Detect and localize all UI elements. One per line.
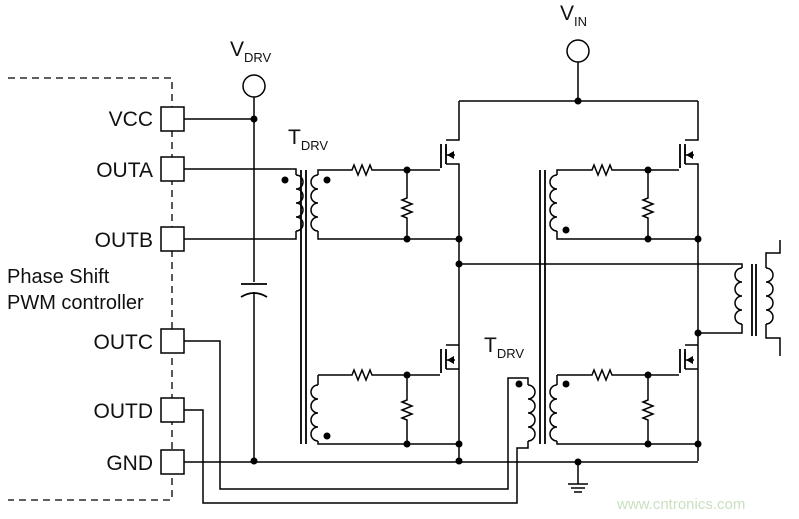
outb-wire: [184, 231, 297, 240]
power-primary-winding: [734, 267, 743, 325]
source-return-wire: [317, 441, 459, 445]
primary-winding: [527, 384, 536, 442]
controller-title-line1: Phase Shift: [7, 266, 110, 288]
gate-drive-transformer-bottom: TDRV: [184, 334, 536, 504]
power-core: [751, 264, 757, 336]
gate-pulldown-resistor: [401, 193, 413, 225]
transformer-core: [539, 170, 546, 444]
gate-pulldown-resistor: [401, 395, 413, 427]
gate-pulldown-resistor: [642, 193, 654, 225]
gate-drive-transformer-right: [539, 164, 698, 448]
controller-boundary: [8, 77, 173, 501]
gate-resistor: [347, 369, 379, 381]
outc-wire: [184, 340, 529, 490]
source-wire: [685, 163, 699, 461]
source-return-wire: [556, 231, 698, 240]
junction-dot: [455, 440, 463, 448]
secondary-winding-lower: [310, 384, 319, 442]
polarity-dot: [562, 380, 570, 388]
junction-dot: [403, 235, 411, 243]
polarity-dot: [515, 380, 523, 388]
midpoint-left-wire: [459, 263, 743, 268]
mosfet-body-wire: [684, 147, 694, 156]
primary-winding: [295, 174, 304, 232]
controller-block: Phase Shift PWM controller VCC OUTA OUTB…: [7, 77, 185, 501]
pin-gnd: [160, 449, 185, 475]
pin-outd: [160, 397, 185, 423]
source-wire: [446, 163, 460, 461]
junction-dot: [250, 115, 258, 123]
pin-label-outa: OUTA: [96, 159, 153, 182]
midpoint-right-wire: [698, 324, 743, 334]
watermark-text: www.cntronics.com: [616, 496, 745, 513]
outd-wire: [184, 409, 529, 504]
pin-outb: [160, 226, 185, 252]
vin-terminal: [566, 39, 590, 63]
gate-resistor: [587, 164, 619, 176]
tdrv-top-label: TDRV: [288, 126, 328, 153]
junction-dot: [455, 457, 463, 465]
source-return-wire: [317, 231, 459, 240]
transformer-core: [300, 170, 307, 444]
vdrv-terminal: [242, 74, 266, 98]
bridge-leg-right: [679, 101, 702, 461]
vin-supply: VIN: [459, 2, 698, 105]
secondary-out-wire: [765, 324, 781, 356]
pin-vcc: [160, 106, 185, 132]
gate-drive-transformer-top: TDRV: [184, 126, 459, 448]
mosfet-body-wire: [445, 352, 455, 361]
pin-label-vcc: VCC: [109, 108, 153, 131]
gate-resistor: [347, 164, 379, 176]
controller-title-line2: PWM controller: [7, 292, 144, 314]
mosfet-body-wire: [445, 147, 455, 156]
pin-label-outd: OUTD: [94, 400, 154, 423]
wire: [556, 169, 588, 175]
power-secondary-winding: [765, 267, 774, 325]
gate-pulldown-resistor: [642, 395, 654, 427]
secondary-winding-lower: [549, 384, 558, 442]
junction-dot: [403, 440, 411, 448]
outa-wire: [184, 168, 297, 175]
bridge-leg-left: [440, 101, 463, 465]
pin-label-outc: OUTC: [94, 331, 154, 354]
gate-resistor: [587, 369, 619, 381]
pin-label-outb: OUTB: [95, 229, 153, 252]
polarity-dot: [562, 226, 570, 234]
vin-label: VIN: [560, 2, 587, 29]
pin-label-gnd: GND: [106, 452, 153, 475]
secondary-winding-upper: [549, 174, 558, 232]
ground-bus: [184, 458, 698, 493]
ground-symbol: [568, 483, 588, 493]
vdrv-supply: VDRV: [184, 38, 272, 465]
drain-wire: [685, 101, 699, 141]
secondary-winding-upper: [310, 174, 319, 232]
junction-dot: [644, 235, 652, 243]
junction-dot: [574, 97, 582, 105]
polarity-dot: [323, 176, 331, 184]
polarity-dot: [323, 432, 331, 440]
power-transformer: [459, 240, 781, 356]
junction-dot: [455, 235, 463, 243]
wire: [317, 169, 348, 175]
polarity-dot: [281, 176, 289, 184]
mosfet-body-wire: [684, 352, 694, 361]
secondary-out-wire: [765, 240, 781, 268]
pin-outa: [160, 156, 185, 182]
tdrv-bottom-label: TDRV: [484, 334, 524, 361]
source-return-wire: [556, 441, 698, 445]
drain-wire: [446, 101, 460, 141]
junction-dot: [250, 457, 258, 465]
vdrv-label: VDRV: [230, 38, 272, 65]
junction-dot: [644, 440, 652, 448]
pin-outc: [160, 328, 185, 354]
